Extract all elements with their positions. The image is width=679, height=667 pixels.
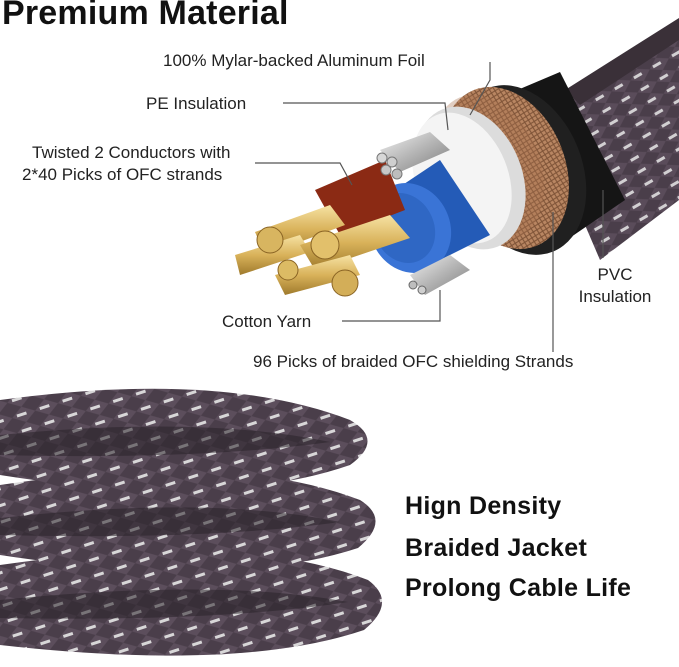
feature-prolong-life: Prolong Cable Life [405, 574, 632, 602]
callout-pvc-line2: Insulation [578, 287, 652, 306]
coil-loop-middle [0, 470, 376, 571]
callout-pvc-line1: PVC [597, 265, 633, 284]
silver-strands-bottom [408, 255, 470, 295]
feature-high-density: Hign Density [405, 492, 562, 520]
callout-foil: 100% Mylar-backed Aluminum Foil [163, 51, 425, 70]
callout-conductors-line2: 2*40 Picks of OFC strands [22, 165, 223, 184]
gold-ofc-strands [235, 205, 410, 297]
page-title: Premium Material [2, 0, 289, 32]
callout-cotton-yarn: Cotton Yarn [222, 312, 312, 331]
callout-leader-lines [255, 62, 604, 352]
cable-cross-section-illustration [235, 18, 679, 352]
callout-braid-shield: 96 Picks of braided OFC shielding Strand… [253, 352, 574, 371]
coil-loop-top [0, 388, 368, 491]
braided-jacket-segment [540, 18, 679, 260]
feature-braided-jacket: Braided Jacket [405, 534, 588, 562]
callout-pvc: PVC Insulation [565, 264, 665, 308]
callout-conductors-line1: Twisted 2 Conductors with [32, 143, 231, 162]
callout-conductors: Twisted 2 Conductors with 2*40 Picks of … [22, 142, 262, 186]
callout-pe-insulation: PE Insulation [146, 94, 247, 113]
coiled-braided-cable-illustration [0, 388, 383, 656]
silver-strands-top [376, 132, 450, 180]
coil-loop-bottom [0, 550, 383, 656]
